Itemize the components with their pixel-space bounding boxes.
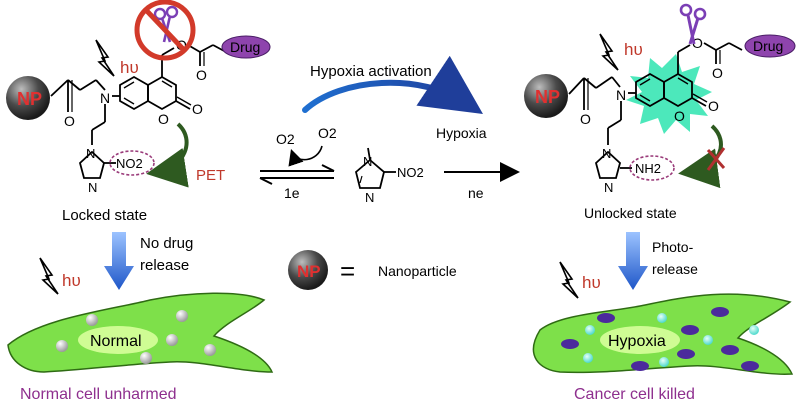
left-nitro-group: NO2 — [116, 156, 143, 171]
left-drug-ellipse — [221, 35, 271, 59]
center-imidazole-n3: N — [365, 190, 374, 205]
right-state-label: Unlocked state — [584, 205, 677, 221]
right-caption: Cancer cell killed — [574, 386, 695, 403]
ne-label: ne — [468, 185, 484, 201]
nanoparticle-icon — [288, 250, 328, 290]
right-ester-o: O — [692, 35, 703, 51]
lightning-icon — [559, 261, 579, 299]
hypoxia-nucleus — [600, 326, 680, 354]
left-release-line1: No drug — [140, 235, 193, 252]
activation-glow — [626, 54, 712, 134]
right-ring-o: O — [674, 108, 685, 124]
legend-equals: = — [340, 256, 355, 286]
lightning-icon — [599, 33, 619, 71]
left-cell-hv-label: hυ — [62, 271, 81, 290]
normal-nucleus — [78, 326, 158, 354]
left-caption: Normal cell unharmed — [20, 386, 177, 403]
blocked-pet-arrow — [678, 124, 723, 189]
right-imidazole-n3: N — [604, 180, 613, 195]
o2-right-label: O2 — [318, 125, 337, 141]
right-cell-hv-label: hυ — [582, 273, 601, 292]
left-panel: hυ NP O O O O Drug — [6, 0, 274, 403]
right-release-line2: release — [652, 261, 698, 277]
right-np-label: NP — [535, 87, 560, 107]
o2-curved-arrow — [288, 145, 323, 167]
left-ring-o: O — [158, 111, 169, 127]
right-panel: hυ NP O O O O Drug N — [524, 3, 796, 403]
center-panel: Hypoxia activation Hypoxia O2 O2 1e N N … — [259, 55, 520, 290]
left-carbonyl-o: O — [192, 101, 203, 117]
right-imidazole-n1: N — [602, 146, 611, 161]
right-cell-label: Hypoxia — [608, 333, 666, 350]
left-imidazole-n3: N — [88, 180, 97, 195]
right-amine-highlight — [629, 155, 675, 181]
hypoxia-label: Hypoxia — [436, 125, 487, 141]
center-imidazole-ring — [354, 158, 386, 189]
left-imidazole-n1: N — [86, 146, 95, 161]
pet-arrow — [146, 122, 189, 188]
lightning-icon — [95, 39, 115, 77]
forbidden-icon — [134, 0, 196, 61]
left-down-arrow — [104, 232, 134, 290]
right-down-arrow — [618, 232, 648, 290]
left-amide-o: O — [64, 113, 75, 129]
right-drug-ellipse — [744, 34, 796, 58]
cross-mark-icon — [706, 147, 726, 171]
activation-label: Hypoxia activation — [310, 63, 432, 80]
legend-label: Nanoparticle — [378, 263, 457, 279]
left-coumarin-benzene — [119, 75, 149, 111]
right-hv-label: hυ — [624, 40, 643, 59]
left-np-label: NP — [17, 89, 42, 109]
right-ester-carbonyl-o: O — [712, 65, 723, 81]
left-amine-n: N — [100, 90, 110, 106]
legend-np-label: NP — [297, 262, 321, 281]
left-drug-label: Drug — [230, 39, 260, 55]
right-carbonyl-o: O — [708, 98, 719, 114]
lightning-icon — [39, 257, 59, 295]
center-imidazole-n1: N — [363, 154, 372, 169]
center-nitro-group: NO2 — [397, 165, 424, 180]
right-drug-label: Drug — [753, 38, 783, 54]
left-ester-carbonyl-o: O — [196, 67, 207, 83]
one-electron-label: 1e — [284, 185, 300, 201]
left-hv-label: hυ — [120, 58, 139, 77]
scissors-icon — [679, 3, 707, 45]
left-release-line2: release — [140, 257, 189, 274]
pet-label: PET — [196, 167, 225, 184]
left-imidazole-ring — [78, 150, 106, 179]
right-release-line1: Photo- — [652, 239, 694, 255]
right-amine-group: NH2 — [635, 161, 661, 176]
o2-left-label: O2 — [276, 131, 295, 147]
right-amide-o: O — [580, 111, 591, 127]
right-amine-n: N — [616, 87, 626, 103]
nanoparticle-icon — [524, 74, 568, 118]
right-imidazole-ring — [594, 150, 622, 179]
left-cell-label: Normal — [90, 333, 142, 350]
nanoparticle-icon — [6, 76, 50, 120]
activation-arrow — [302, 55, 483, 114]
left-state-label: Locked state — [62, 207, 147, 224]
